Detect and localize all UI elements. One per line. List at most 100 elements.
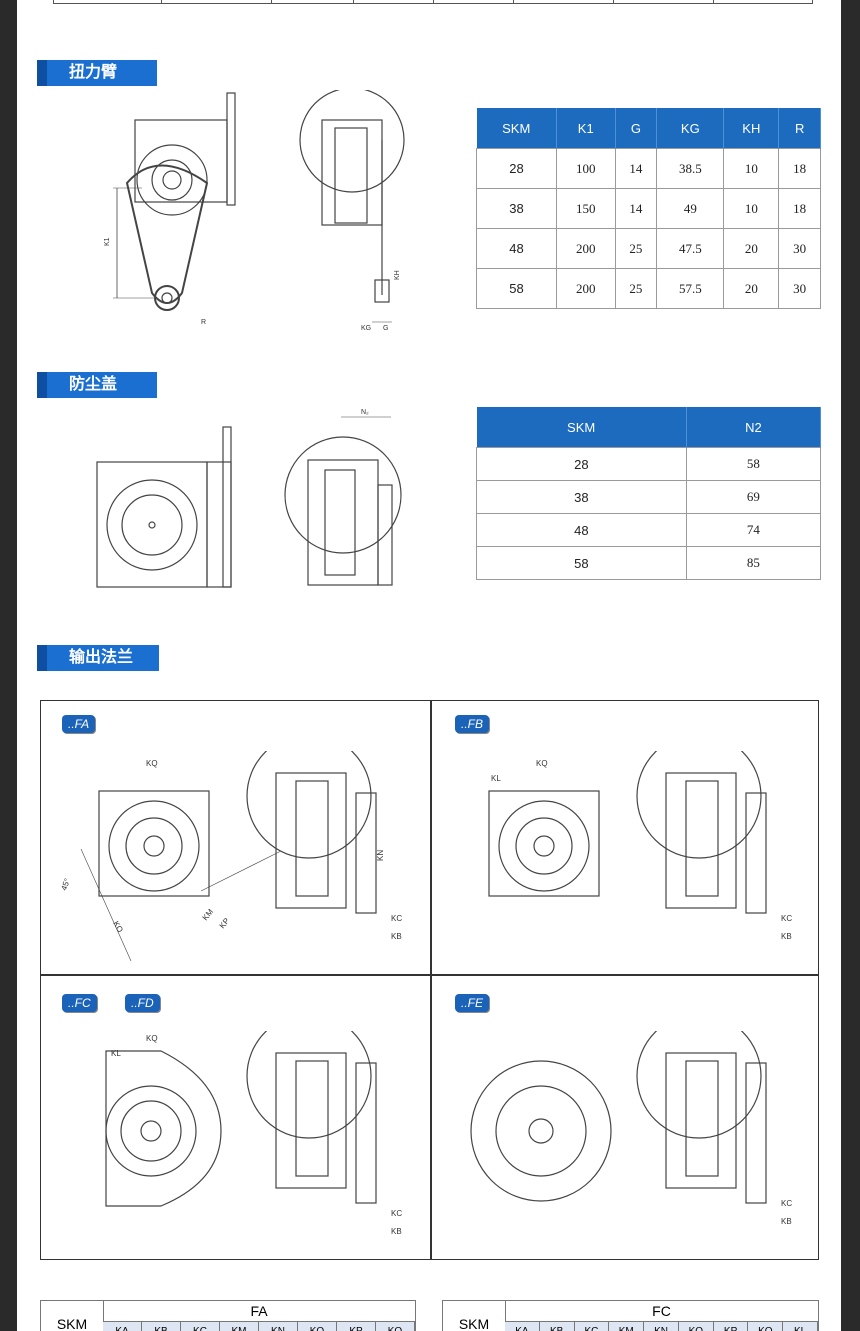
- column-header: KP: [337, 1322, 376, 1331]
- label-kh: KH: [394, 270, 401, 280]
- table-cell: 30: [778, 228, 821, 269]
- label-kl: KL: [111, 1049, 121, 1058]
- flange-fb-drawing: KQ KL KC KB: [488, 751, 792, 941]
- column-header: KM: [609, 1322, 645, 1331]
- table-cell: 10: [723, 188, 780, 229]
- column-header: KN: [644, 1322, 679, 1331]
- table-cell: 38: [476, 480, 687, 514]
- section-banner-dust-cover: 防尘盖: [37, 372, 157, 398]
- column-header: KO: [376, 1322, 415, 1331]
- table-cell: 150: [555, 188, 616, 229]
- fa-column-headers: KAKBKCKMKNKQKPKO: [103, 1322, 415, 1331]
- label-kp: KP: [218, 916, 232, 930]
- label-kn: KN: [376, 850, 385, 861]
- table-cell: 48: [476, 513, 687, 547]
- column-header: KQ: [298, 1322, 337, 1331]
- column-header: KM: [220, 1322, 259, 1331]
- fc-table: SKM FC KAKBKCKMKNKQKPKOKL: [442, 1300, 819, 1331]
- column-header: G: [615, 108, 658, 149]
- torque-arm-side-drawing: KH KG G: [299, 90, 405, 332]
- table-cell: 48: [476, 228, 557, 269]
- column-header: KG: [656, 108, 725, 149]
- table-cell: 30: [778, 268, 821, 309]
- label-kb: KB: [391, 1227, 402, 1236]
- table-cell: 20: [723, 268, 780, 309]
- table-cell: 28: [476, 148, 557, 189]
- fc-column-headers: KAKBKCKMKNKQKPKOKL: [505, 1322, 819, 1331]
- table-cell: 85: [685, 546, 822, 580]
- table-cell: 28: [476, 447, 687, 481]
- label-kc: KC: [781, 914, 792, 923]
- table-cell: 25: [614, 228, 658, 269]
- column-header: KC: [575, 1322, 610, 1331]
- fa-skm-header: SKM: [41, 1301, 104, 1331]
- flange-fa-drawing: KQ KA KN KC KB KM KP KO 45°: [59, 751, 402, 962]
- fc-group-title: FC: [505, 1301, 818, 1322]
- table-cell: 49: [656, 188, 725, 229]
- table-cell: 74: [685, 513, 822, 547]
- top-table-border: [53, 0, 813, 4]
- column-header: SKM: [476, 108, 557, 149]
- table-cell: 57.5: [656, 268, 725, 309]
- flange-fe-drawing: KC KB: [470, 1031, 792, 1226]
- table-cell: 10: [723, 148, 780, 189]
- section-banner-torque-arm: 扭力臂: [37, 60, 157, 86]
- column-header: KB: [142, 1322, 181, 1331]
- output-flange-drawings-grid: ..FA ..FB ..FC ..FD ..FE KQ KA KN KC: [40, 700, 819, 1260]
- fa-table: SKM FA KAKBKCKMKNKQKPKO: [40, 1300, 416, 1331]
- tag-fe: ..FE: [455, 994, 490, 1012]
- table-cell: 58: [476, 546, 687, 580]
- column-header: SKM: [476, 407, 687, 448]
- fc-skm-header: SKM: [443, 1301, 506, 1331]
- column-header: KH: [723, 108, 780, 149]
- column-header: KC: [181, 1322, 220, 1331]
- column-header: R: [778, 108, 821, 149]
- column-header: KP: [714, 1322, 749, 1331]
- label-k1: K1: [104, 237, 111, 246]
- torque-arm-front-drawing: K1 R: [104, 92, 236, 326]
- dust-cover-front-drawing: [96, 426, 232, 588]
- label-kb: KB: [391, 932, 402, 941]
- tag-fa: ..FA: [62, 715, 96, 733]
- label-kg: KG: [361, 325, 371, 332]
- tag-fd: ..FD: [125, 994, 160, 1012]
- column-header: KL: [783, 1322, 819, 1331]
- column-header: KQ: [679, 1322, 714, 1331]
- column-header: KA: [505, 1322, 540, 1331]
- table-cell: 25: [614, 268, 658, 309]
- table-cell: 58: [685, 447, 822, 481]
- table-cell: 200: [555, 228, 616, 269]
- label-kc: KC: [781, 1199, 792, 1208]
- fa-group-title: FA: [103, 1301, 415, 1322]
- column-header: KA: [103, 1322, 142, 1331]
- table-cell: 200: [555, 268, 616, 309]
- section-banner-output-flange: 输出法兰: [37, 645, 159, 671]
- column-header: K1: [556, 108, 616, 149]
- label-kq: KQ: [146, 759, 158, 768]
- table-cell: 58: [476, 268, 557, 309]
- column-header: KN: [259, 1322, 298, 1331]
- label-n2: N₂: [361, 409, 369, 416]
- flange-fc-drawing: KQ KL KC KB: [105, 1031, 402, 1236]
- label-kb: KB: [781, 932, 792, 941]
- label-km: KM: [201, 907, 216, 922]
- dust-cover-side-drawing: N₂: [284, 409, 402, 586]
- table-cell: 14: [614, 188, 658, 229]
- label-r: R: [201, 319, 206, 326]
- label-angle: 45°: [59, 877, 72, 891]
- table-cell: 20: [723, 228, 780, 269]
- table-cell: 14: [614, 148, 658, 189]
- label-kb: KB: [781, 1217, 792, 1226]
- column-header: KO: [748, 1322, 784, 1331]
- table-cell: 38.5: [656, 148, 725, 189]
- table-cell: 47.5: [656, 228, 725, 269]
- label-kq: KQ: [536, 759, 548, 768]
